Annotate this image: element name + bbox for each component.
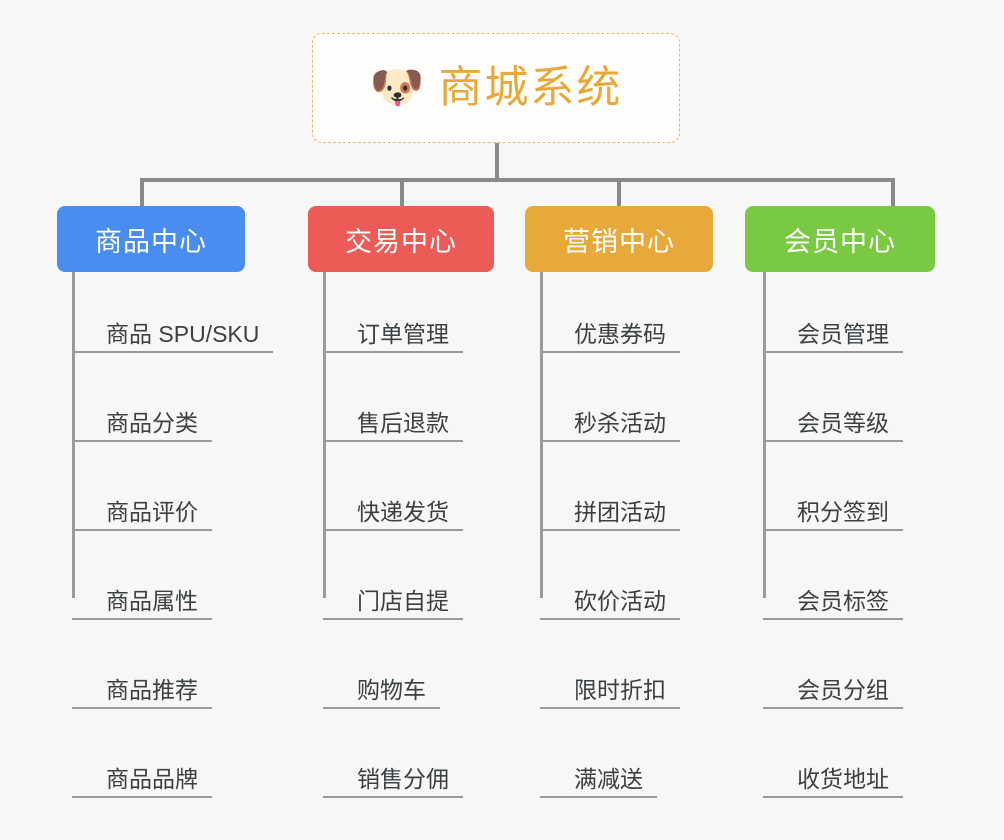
leaf-connector-tick — [763, 796, 766, 798]
leaf-underline — [323, 618, 463, 620]
leaf-label: 砍价活动 — [574, 588, 666, 615]
leaf-connector-tick — [323, 796, 326, 798]
category-column-2: 交易中心 — [308, 206, 494, 272]
leaf-label: 会员等级 — [797, 410, 889, 437]
root-node[interactable]: 🐶 商城系统 — [312, 33, 680, 143]
leaf-label: 商品分类 — [106, 410, 198, 437]
leaf-connector-tick — [72, 440, 75, 442]
leaf-label: 秒杀活动 — [574, 410, 666, 437]
leaf-connector-tick — [72, 618, 75, 620]
leaf-underline — [763, 707, 903, 709]
leaf-underline — [72, 707, 212, 709]
leaf-underline — [763, 351, 903, 353]
leaf-underline — [763, 796, 903, 798]
category-label: 会员中心 — [784, 226, 896, 257]
leaf-label: 会员标签 — [797, 588, 889, 615]
leaf-underline — [540, 707, 680, 709]
category-label: 营销中心 — [563, 226, 675, 257]
leaf-connector-tick — [540, 440, 543, 442]
leaf-underline — [540, 351, 680, 353]
leaf-label: 限时折扣 — [574, 677, 666, 704]
leaf-connector-tick — [323, 707, 326, 709]
category-header-member[interactable]: 会员中心 — [745, 206, 935, 272]
leaf-underline — [763, 529, 903, 531]
branch-spine-4 — [763, 272, 766, 598]
connector-root-stem — [495, 143, 499, 181]
leaf-connector-tick — [763, 529, 766, 531]
leaf-underline — [72, 351, 273, 353]
category-label: 商品中心 — [95, 226, 207, 257]
category-header-marketing[interactable]: 营销中心 — [525, 206, 713, 272]
leaf-label: 购物车 — [357, 677, 426, 704]
connector-horizontal-bus — [140, 178, 895, 182]
leaf-label: 商品品牌 — [106, 766, 198, 793]
connector-drop-1 — [140, 178, 144, 208]
category-label: 交易中心 — [345, 226, 457, 257]
leaf-connector-tick — [72, 529, 75, 531]
leaf-underline — [323, 796, 463, 798]
leaf-label: 满减送 — [574, 766, 643, 793]
leaf-underline — [72, 440, 212, 442]
leaf-underline — [72, 618, 212, 620]
leaf-label: 订单管理 — [357, 321, 449, 348]
leaf-connector-tick — [540, 529, 543, 531]
leaf-label: 拼团活动 — [574, 499, 666, 526]
leaf-label: 会员分组 — [797, 677, 889, 704]
leaf-underline — [72, 796, 212, 798]
leaf-connector-tick — [763, 707, 766, 709]
leaf-label: 积分签到 — [797, 499, 889, 526]
leaf-label: 快递发货 — [357, 499, 449, 526]
leaf-underline — [72, 529, 212, 531]
leaf-underline — [323, 707, 440, 709]
leaf-connector-tick — [540, 707, 543, 709]
branch-spine-3 — [540, 272, 543, 598]
leaf-label: 门店自提 — [357, 588, 449, 615]
leaf-label: 售后退款 — [357, 410, 449, 437]
leaf-label: 会员管理 — [797, 321, 889, 348]
leaf-label: 优惠券码 — [574, 321, 666, 348]
leaf-connector-tick — [72, 707, 75, 709]
leaf-label: 商品属性 — [106, 588, 198, 615]
leaf-label: 收货地址 — [797, 766, 889, 793]
leaf-underline — [540, 796, 657, 798]
leaf-underline — [323, 529, 463, 531]
leaf-label: 商品评价 — [106, 499, 198, 526]
leaf-underline — [540, 440, 680, 442]
connector-drop-2 — [400, 178, 404, 208]
leaf-connector-tick — [323, 618, 326, 620]
category-column-1: 商品中心 — [57, 206, 245, 272]
leaf-label: 销售分佣 — [357, 766, 449, 793]
leaf-underline — [323, 440, 463, 442]
leaf-connector-tick — [72, 796, 75, 798]
root-title: 商城系统 — [438, 62, 623, 112]
category-column-4: 会员中心 — [745, 206, 935, 272]
connector-drop-3 — [617, 178, 621, 208]
branch-spine-1 — [72, 272, 75, 598]
leaf-connector-tick — [763, 618, 766, 620]
leaf-connector-tick — [763, 351, 766, 353]
category-column-3: 营销中心 — [525, 206, 713, 272]
shiba-dog-face-icon: 🐶 — [369, 63, 425, 112]
category-header-trade[interactable]: 交易中心 — [308, 206, 494, 272]
leaf-underline — [323, 351, 463, 353]
leaf-connector-tick — [540, 618, 543, 620]
leaf-connector-tick — [763, 440, 766, 442]
category-header-goods[interactable]: 商品中心 — [57, 206, 245, 272]
leaf-connector-tick — [323, 351, 326, 353]
leaf-connector-tick — [540, 796, 543, 798]
leaf-connector-tick — [323, 440, 326, 442]
leaf-label: 商品推荐 — [106, 677, 198, 704]
leaf-underline — [540, 618, 680, 620]
leaf-label: 商品 SPU/SKU — [106, 321, 260, 348]
branch-spine-2 — [323, 272, 326, 598]
leaf-underline — [540, 529, 680, 531]
leaf-underline — [763, 618, 903, 620]
leaf-connector-tick — [72, 351, 75, 353]
leaf-connector-tick — [540, 351, 543, 353]
connector-drop-4 — [891, 178, 895, 208]
leaf-connector-tick — [323, 529, 326, 531]
leaf-underline — [763, 440, 903, 442]
